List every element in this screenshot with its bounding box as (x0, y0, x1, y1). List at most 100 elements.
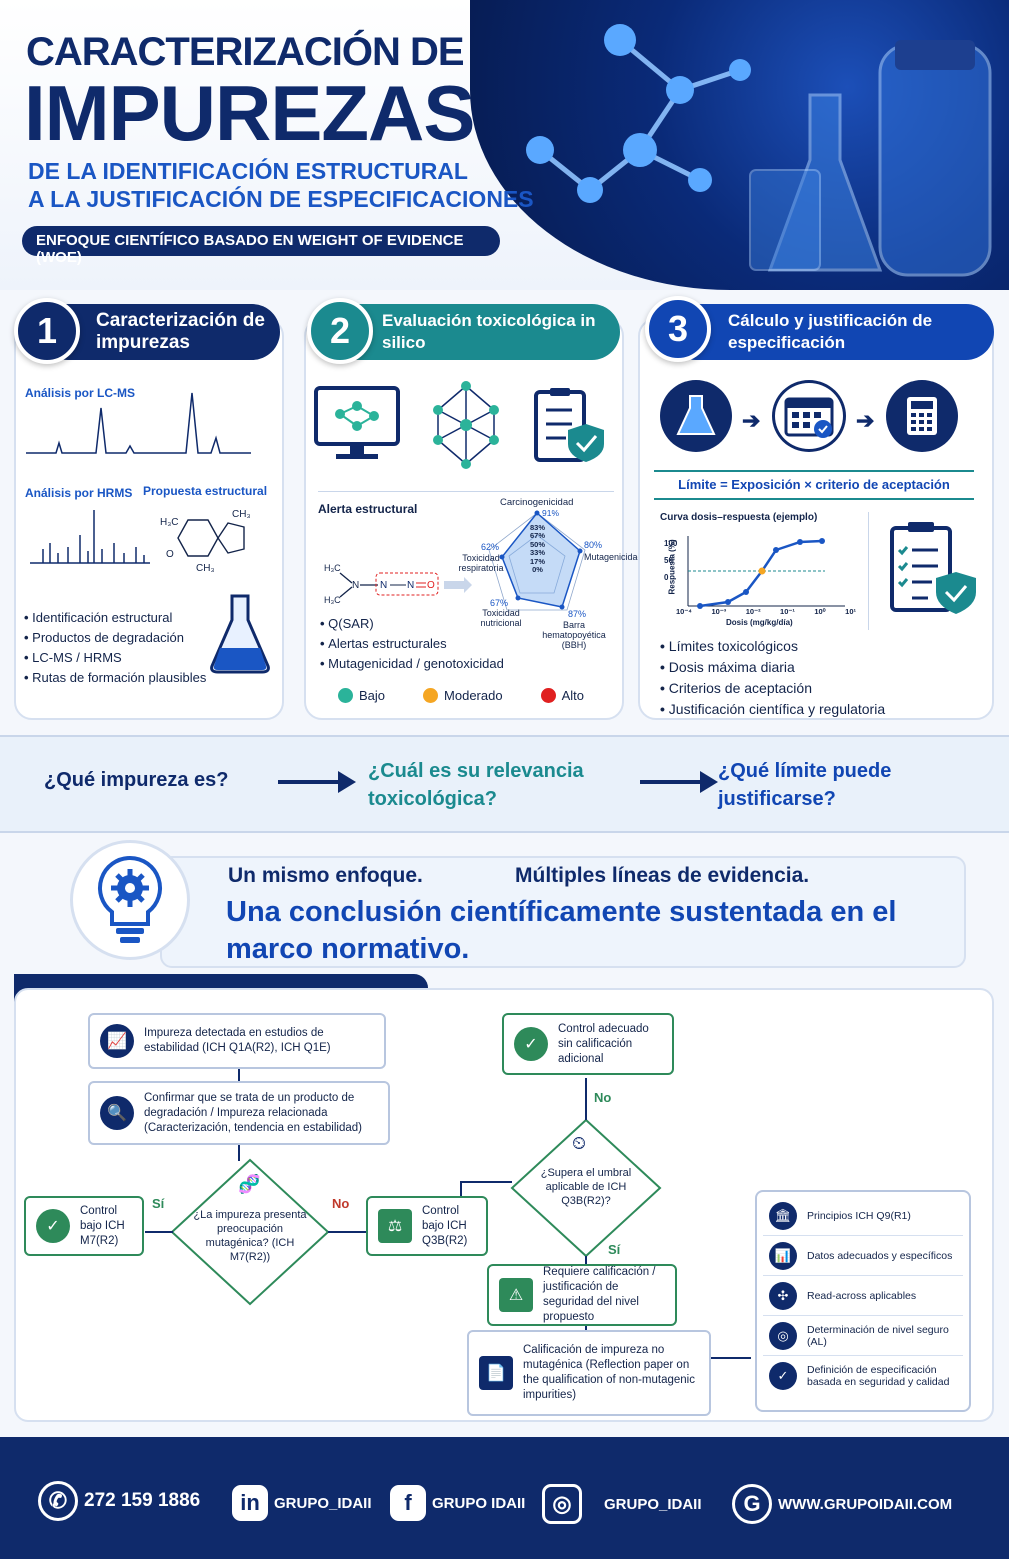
flask-circle-icon (660, 380, 732, 452)
svg-text:O: O (427, 580, 435, 591)
question-1: ¿Qué impureza es? (44, 769, 229, 791)
calculator-icon (886, 380, 958, 452)
radar-scale: 83%67%50% 33%17%0% (530, 523, 546, 575)
radar-value: 80% (584, 540, 603, 550)
flask-icon (210, 594, 270, 674)
flow-detected: 📈 Impureza detectada en estudios de estab… (88, 1013, 386, 1069)
panel2-header: Evaluación toxicológica in silico (330, 304, 620, 360)
lightbulb-gear-icon (70, 840, 190, 960)
radar-value: 91% (542, 508, 560, 518)
arrow-icon: ➔ (856, 408, 875, 433)
dose-response-chart (687, 536, 845, 609)
principle-item: 📊Datos adecuados y específicos (763, 1236, 963, 1276)
bullet: Dosis máxima diaria (660, 659, 980, 675)
lcms-chromatogram (26, 392, 251, 454)
connector (585, 1078, 587, 1120)
instagram-icon: ◎ (542, 1484, 582, 1524)
bullet: Límites toxicológicos (660, 638, 980, 654)
panel3-bullets: Límites toxicológicos Dosis máxima diari… (660, 638, 980, 722)
radar-axis-respiratory: Toxicidad respiratoria (458, 553, 504, 573)
principle-item: ✣Read-across aplicables (763, 1276, 963, 1316)
title-line2: IMPUREZAS (24, 69, 475, 157)
subtitle-line2: A LA JUSTIFICACIÓN DE ESPECIFICACIONES (28, 186, 534, 212)
flow-detected-text: Impureza detectada en estudios de estabi… (144, 1027, 331, 1054)
panel3-header: Cálculo y justificación de especificació… (668, 304, 994, 360)
bullet: Q(SAR) (320, 616, 540, 631)
connector (145, 1231, 173, 1233)
structure-diagram: H₃C CH₃ CH₃ O (160, 509, 251, 574)
chart-icon: 📈 (100, 1024, 134, 1058)
nitrosamine-structure: H₃C H₃C N N N O (324, 563, 472, 605)
diamond-threshold-text: ¿Supera el umbral aplicable de ICH Q3B(R… (540, 1167, 632, 1207)
footer-instagram[interactable]: ◎GRUPO_IDAII (542, 1484, 702, 1524)
footer-phone[interactable]: ✆272 159 1886 (38, 1481, 200, 1521)
no-label: No (594, 1090, 612, 1105)
connector (460, 1181, 512, 1183)
dna-icon: 🧬 (238, 1174, 261, 1194)
bullet: Productos de degradación (24, 630, 214, 645)
legend-dot-moderate (423, 688, 439, 703)
calendar-icon (772, 380, 846, 452)
diamond-mutagenic (170, 1158, 330, 1306)
flow-confirm-text: Confirmar que se trata de un producto de… (144, 1091, 362, 1134)
flow-m7-text: Control bajo ICH M7(R2) (80, 1204, 125, 1247)
hrms-spectrum (30, 510, 150, 564)
principle-item: ◎Determinación de nivel seguro (AL) (763, 1316, 963, 1356)
shield-check-icon: ✓ (769, 1362, 797, 1390)
connector (585, 1256, 587, 1264)
no-label: No (332, 1196, 350, 1211)
principle-item: 🏛Principios ICH Q9(R1) (763, 1196, 963, 1236)
radar-axis-bbh: Barra hematopoyética (BBH) (542, 620, 606, 650)
radar-chart (488, 510, 586, 611)
flow-confirm: 🔍Confirmar que se trata de un producto d… (88, 1081, 390, 1145)
panel1-number: 1 (14, 298, 80, 364)
risk-legend: Bajo Moderado Alto (338, 688, 584, 703)
linkedin-icon: in (232, 1485, 268, 1521)
radar-value: 62% (481, 542, 500, 552)
flow-nonmutagenic: 📄Calificación de impureza no mutagénica … (467, 1330, 711, 1416)
subtitle-line1: DE LA IDENTIFICACIÓN ESTRUCTURAL (28, 158, 468, 184)
bullet: Rutas de formación plausibles (24, 670, 214, 685)
panel1-title: Caracterización de impurezas (96, 310, 265, 353)
panel3-number: 3 (645, 296, 711, 362)
panel3-title: Cálculo y justificación de especificació… (728, 311, 933, 352)
legend-moderate: Moderado (444, 688, 503, 703)
flow-m7: ✓ Control bajo ICH M7(R2) (24, 1196, 144, 1256)
formula: Límite = Exposición × criterio de acepta… (654, 470, 974, 500)
radar-value: 87% (568, 609, 587, 619)
svg-text:H₃C: H₃C (324, 563, 341, 573)
x-axis-label: Dosis (mg/kg/día) (726, 618, 793, 627)
panel1-header: Caracterización de impurezas (40, 304, 280, 360)
connector (238, 1069, 240, 1081)
shield-check-icon: ✓ (36, 1209, 70, 1243)
whatsapp-icon: ✆ (38, 1481, 78, 1521)
legend-high: Alto (561, 688, 584, 703)
divider (868, 512, 869, 630)
checklist-shield-icon (890, 522, 976, 614)
svg-text:N: N (407, 580, 414, 591)
footer (0, 1437, 1009, 1559)
yes-label: Sí (152, 1196, 165, 1211)
chart-icon: 📊 (769, 1241, 797, 1270)
arrow-icon (640, 771, 718, 793)
connector (711, 1357, 751, 1359)
flow-qualify: ⚠ Requiere calificación / justificación d… (487, 1264, 677, 1326)
flow-qualify-text: Requiere calificación / justificación de… (543, 1266, 656, 1323)
flow-q3b-text: Control bajo ICH Q3B(R2) (422, 1204, 468, 1247)
facebook-icon: f (390, 1485, 426, 1521)
conclusion-line1a: Un mismo enfoque. (228, 864, 423, 887)
radar-value: 67% (490, 598, 509, 608)
warning-icon: ⚠ (499, 1278, 533, 1312)
yes-label: Sí (608, 1242, 621, 1257)
connector (238, 1145, 240, 1161)
legend-low: Bajo (359, 688, 386, 703)
bullet: Criterios de aceptación (660, 680, 980, 696)
conclusion-line2: Una conclusión científicamente sustentad… (226, 896, 897, 965)
questions-band (0, 735, 1009, 833)
network-icon: ✣ (769, 1281, 797, 1310)
network-icon (433, 381, 499, 469)
